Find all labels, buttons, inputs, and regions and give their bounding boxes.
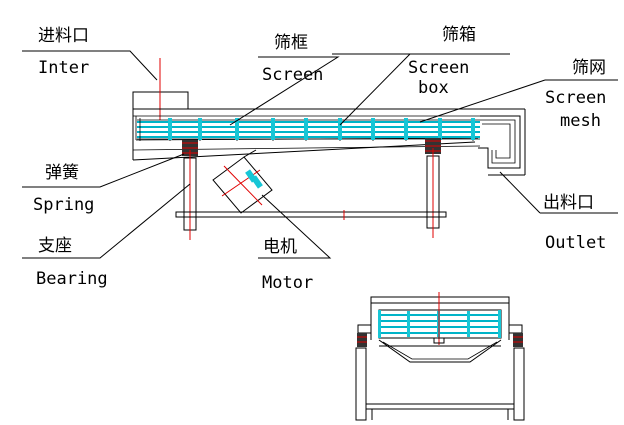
label-motor: 电机 Motor <box>262 237 313 293</box>
label-spring: 弹簧 Spring <box>33 163 94 215</box>
label-outlet-en: Outlet <box>545 233 606 253</box>
screen-mesh <box>137 118 480 141</box>
label-spring-en: Spring <box>33 195 94 215</box>
label-motor-en: Motor <box>262 273 313 293</box>
label-screen-frame-en: Screen <box>262 65 323 85</box>
inlet-hopper <box>132 58 189 120</box>
label-inlet-cn: 进料口 <box>38 26 89 46</box>
label-screen-box: 筛箱 Screen box <box>408 25 476 98</box>
outlet-chute <box>478 108 526 176</box>
label-inlet: 进料口 Inter <box>38 26 89 78</box>
label-screen-box-cn: 筛箱 <box>442 25 476 45</box>
label-screen-mesh-en-2: mesh <box>560 111 601 131</box>
label-bearing: 支座 Bearing <box>36 236 108 289</box>
support-legs <box>175 148 447 240</box>
label-outlet-cn: 出料口 <box>543 193 594 213</box>
label-inlet-en: Inter <box>38 58 89 78</box>
label-spring-cn: 弹簧 <box>45 163 79 183</box>
label-screen-mesh: 筛网 Screen mesh <box>545 58 606 131</box>
vibration-motor <box>212 149 273 214</box>
spring-right <box>425 138 441 154</box>
label-screen-frame-cn: 筛框 <box>274 33 308 53</box>
label-screen-frame: 筛框 Screen <box>262 33 323 85</box>
leader-lines <box>22 50 618 259</box>
end-view <box>355 292 525 421</box>
label-motor-cn: 电机 <box>263 237 297 257</box>
side-view <box>132 58 526 240</box>
label-screen-box-en-1: Screen <box>408 58 469 78</box>
label-bearing-cn: 支座 <box>38 236 72 256</box>
spring-left <box>182 140 198 156</box>
label-bearing-en: Bearing <box>36 269 108 289</box>
label-outlet: 出料口 Outlet <box>543 193 606 253</box>
label-screen-mesh-cn: 筛网 <box>572 58 606 78</box>
label-screen-mesh-en-1: Screen <box>545 88 606 108</box>
label-screen-box-en-2: box <box>418 78 449 98</box>
